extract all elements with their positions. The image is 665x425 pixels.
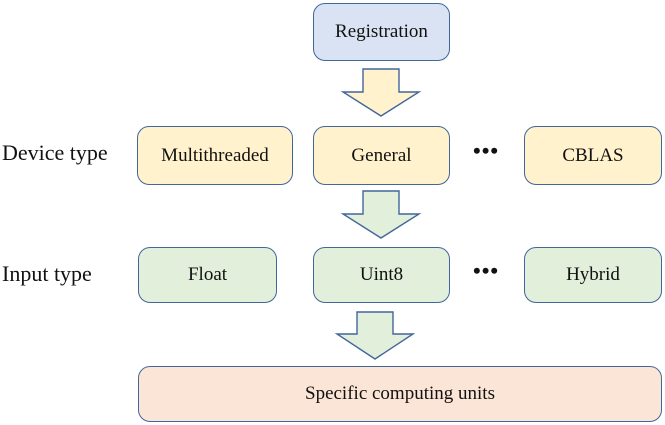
device-node-label: CBLAS: [562, 144, 624, 166]
device-node-label: General: [351, 144, 412, 166]
device-node-label: Multithreaded: [161, 144, 269, 166]
input-node-float: Float: [138, 247, 277, 303]
arrow-down-2: [340, 190, 422, 239]
device-node-multithreaded: Multithreaded: [137, 126, 293, 185]
registration-label: Registration: [335, 21, 428, 42]
device-node-general: General: [313, 126, 450, 185]
arrow-down-3: [334, 311, 416, 360]
arrow-down-1: [340, 68, 422, 117]
registration-node: Registration: [313, 3, 450, 61]
device-ellipsis: •••: [473, 138, 500, 163]
specific-computing-units-label: Specific computing units: [305, 383, 495, 404]
arrow-down-3-shape: [334, 311, 416, 360]
specific-computing-units-node: Specific computing units: [138, 366, 662, 422]
input-node-label: Hybrid: [566, 264, 620, 285]
input-node-uint8: Uint8: [313, 247, 450, 303]
row-label-input-type: Input type: [2, 261, 92, 286]
input-ellipsis: •••: [473, 258, 500, 283]
input-node-label: Uint8: [359, 264, 404, 285]
input-node-label: Float: [187, 264, 228, 285]
input-node-hybrid: Hybrid: [524, 247, 662, 303]
row-label-device-type: Device type: [2, 140, 108, 165]
arrow-down-1-shape: [340, 68, 422, 117]
arrow-down-2-shape: [340, 190, 422, 239]
device-node-cblas: CBLAS: [524, 126, 662, 185]
